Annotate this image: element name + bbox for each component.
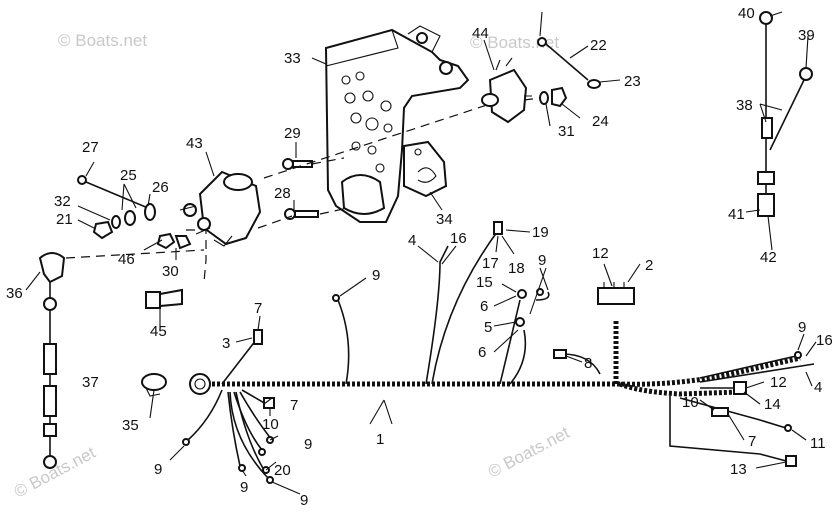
callout-10: 10 (682, 394, 699, 411)
callout-6: 6 (480, 298, 488, 315)
callout-9: 9 (304, 436, 312, 453)
callout-12: 12 (770, 374, 787, 391)
callout-30: 30 (162, 263, 179, 280)
callout-5: 5 (484, 319, 492, 336)
callout-9: 9 (798, 319, 806, 336)
watermark: © Boats.net (470, 33, 559, 52)
callout-10: 10 (262, 416, 279, 433)
callout-46: 46 (118, 251, 135, 268)
callout-9: 9 (538, 252, 546, 269)
callout-7: 7 (748, 433, 756, 450)
callout-16: 16 (816, 332, 833, 349)
callout-9: 9 (154, 461, 162, 478)
callout-23: 23 (624, 73, 641, 90)
callout-38: 38 (736, 97, 753, 114)
screw-28 (284, 208, 319, 220)
callout-9: 9 (372, 267, 380, 284)
callout-4: 4 (408, 232, 416, 249)
cable-assembly-38 (757, 11, 813, 217)
callout-4: 4 (814, 379, 822, 396)
callout-12: 12 (592, 245, 609, 262)
callout-25: 25 (120, 167, 137, 184)
callout-31: 31 (558, 123, 575, 140)
callout-labels: 1 2 3 4 4 5 6 6 7 7 7 8 9 9 9 9 9 9 9 10… (6, 5, 833, 509)
callout-7: 7 (290, 397, 298, 414)
callout-9: 9 (300, 492, 308, 509)
callout-35: 35 (122, 417, 139, 434)
boot-cable (38, 252, 66, 469)
callout-41: 41 (728, 206, 745, 223)
callout-34: 34 (436, 211, 453, 228)
lead-wire-22 (537, 37, 601, 89)
callout-27: 27 (82, 139, 99, 156)
stud-27 (77, 175, 149, 209)
callout-40: 40 (738, 5, 755, 22)
callout-13: 13 (730, 461, 747, 478)
bolt-45 (145, 288, 183, 309)
callout-36: 36 (6, 285, 23, 302)
nut-and-washer (539, 86, 568, 108)
bracket-plate (403, 140, 448, 198)
callout-24: 24 (592, 113, 609, 130)
callout-18: 18 (508, 260, 525, 277)
leader-lines (25, 11, 817, 495)
callout-42: 42 (760, 249, 777, 266)
callout-11: 11 (810, 435, 826, 452)
callout-15: 15 (476, 274, 493, 291)
callout-26: 26 (152, 179, 169, 196)
solenoid (179, 170, 262, 247)
switch-part (481, 57, 532, 124)
callout-6: 6 (478, 344, 486, 361)
callout-37: 37 (82, 374, 99, 391)
callout-33: 33 (284, 50, 301, 67)
callout-14: 14 (764, 396, 781, 413)
callout-7: 7 (254, 300, 262, 317)
washers-and-nuts (92, 203, 192, 250)
mounting-bracket (324, 25, 470, 223)
alignment-lines (65, 97, 541, 283)
callout-39: 39 (798, 27, 815, 44)
callout-22: 22 (590, 37, 607, 54)
callout-43: 43 (186, 135, 203, 152)
callout-29: 29 (284, 125, 301, 142)
callout-2: 2 (645, 257, 653, 274)
screw-29 (282, 158, 313, 170)
callout-32: 32 (54, 193, 71, 210)
watermark: © Boats.net (58, 31, 147, 50)
callout-1: 1 (376, 431, 384, 448)
watermark: © Boats.net (11, 443, 99, 502)
callout-8: 8 (584, 355, 592, 372)
callout-45: 45 (150, 323, 167, 340)
callout-44: 44 (472, 25, 489, 42)
watermark: © Boats.net (485, 423, 573, 482)
callout-16: 16 (450, 230, 467, 247)
callout-28: 28 (274, 185, 291, 202)
callout-3: 3 (222, 335, 230, 352)
callout-20: 20 (274, 462, 291, 479)
callout-19: 19 (532, 224, 549, 241)
main-harness (182, 221, 815, 484)
callout-21: 21 (56, 211, 73, 228)
callout-17: 17 (482, 255, 499, 272)
callout-9: 9 (240, 479, 248, 496)
